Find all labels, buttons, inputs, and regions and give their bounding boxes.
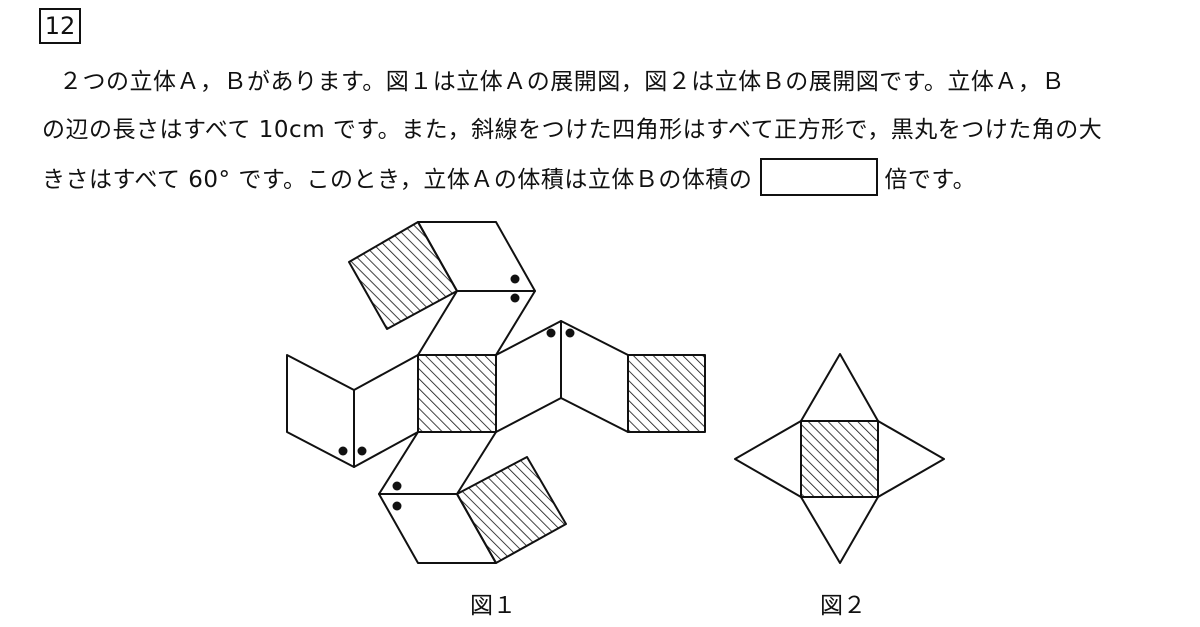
figure-1-net: [286, 221, 706, 564]
fig1-dot: [357, 446, 367, 456]
fig1-rhombus-left-2: [286, 354, 355, 468]
fig1-dot: [510, 274, 520, 284]
problem-text-line-2: の辺の長さはすべて 10cm です。また，斜線をつけた四角形はすべて正方形で，黒…: [42, 117, 1103, 143]
fig1-rhombus-right-2: [560, 320, 629, 433]
fig2-triangle-left: [734, 420, 802, 498]
fig1-lower-square: [456, 456, 567, 564]
problem-text-line-1: ２つの立体Ａ，Ｂがあります。図１は立体Ａの展開図，図２は立体Ｂの展開図です。立体…: [59, 69, 1065, 95]
problem-text-line-3-suffix: 倍です。: [884, 167, 977, 193]
fig1-upper-square: [348, 221, 458, 330]
fig1-dot: [565, 328, 575, 338]
problem-text-line-3-main: きさはすべて 60° です。このとき，立体Ａの体積は立体Ｂの体積の: [42, 167, 753, 193]
fig1-right-square: [627, 354, 706, 433]
fig1-dot: [510, 293, 520, 303]
figure-1-angle-dots: [338, 274, 575, 511]
figure-1-caption: 図１: [470, 593, 516, 619]
answer-box[interactable]: [760, 158, 879, 196]
fig2-triangle-top: [800, 353, 879, 422]
fig1-dot: [338, 446, 348, 456]
problem-text-line-3: きさはすべて 60° です。このとき，立体Ａの体積は立体Ｂの体積の 倍です。: [42, 158, 976, 196]
fig2-central-square: [800, 420, 879, 498]
fig1-central-square: [417, 354, 497, 433]
fig1-dot: [392, 481, 402, 491]
fig2-triangle-right: [877, 420, 945, 498]
fig1-dot: [392, 501, 402, 511]
figure-2-caption: 図２: [820, 593, 866, 619]
fig1-dot: [546, 328, 556, 338]
problem-number: 12: [39, 8, 81, 44]
figure-2-net: [734, 353, 945, 564]
fig2-triangle-bottom: [800, 496, 879, 564]
